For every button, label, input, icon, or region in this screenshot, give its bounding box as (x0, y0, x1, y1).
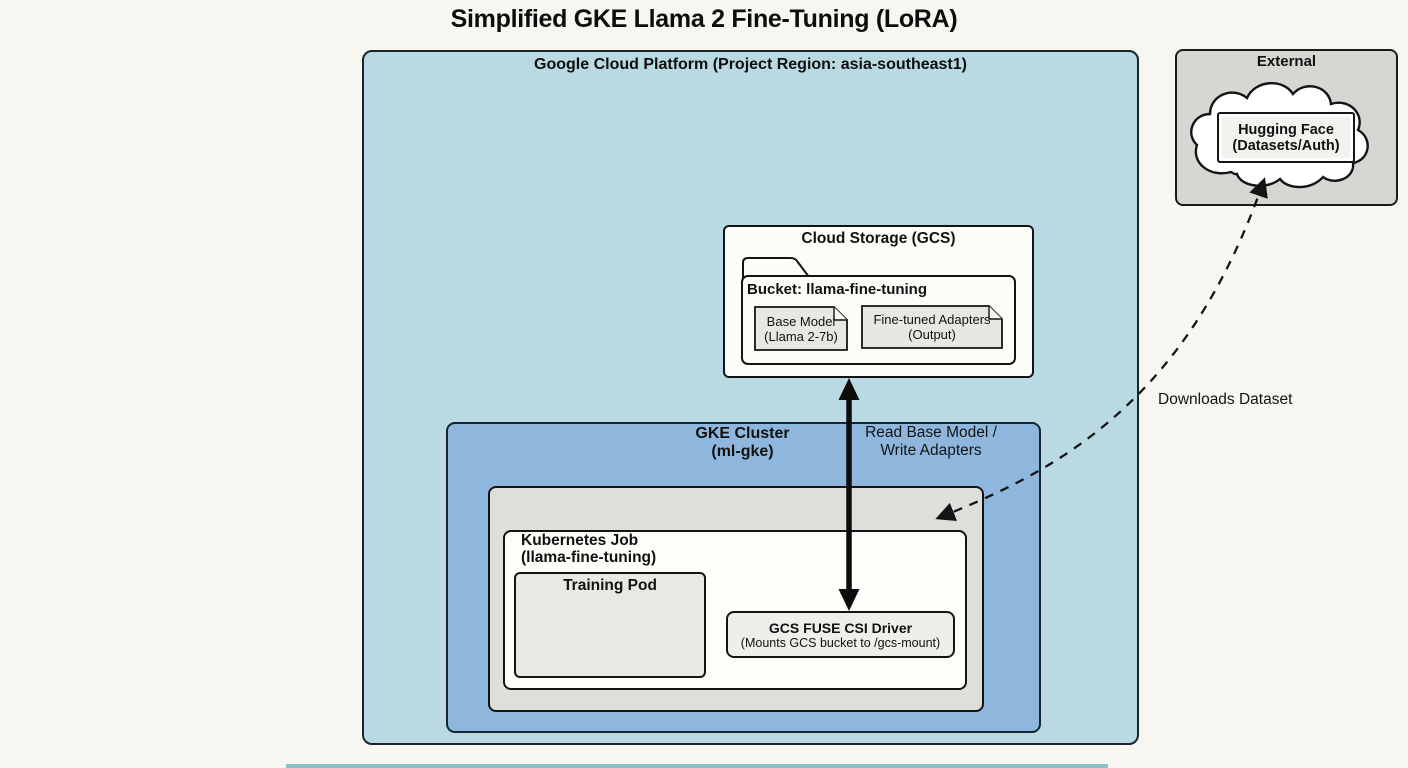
read-write-edge-label: Read Base Model / Write Adapters (845, 424, 1017, 460)
training-pod-label: Training Pod (563, 577, 657, 594)
base-model-label-line1: Base Model (766, 313, 836, 329)
read-write-edge-label-line2: Write Adapters (880, 442, 982, 459)
kubernetes-job-label-line2: (llama-fine-tuning) (521, 549, 657, 566)
read-write-edge-label-line1: Read Base Model / (865, 424, 997, 441)
fuse-driver-label-line2: (Mounts GCS bucket to /gcs-mount) (740, 635, 941, 650)
hugging-face-box: Hugging Face (Datasets/Auth) (1217, 112, 1355, 163)
adapters-label-line1: Fine-tuned Adapters (873, 312, 991, 327)
bucket-label: Bucket: llama-fine-tuning (747, 281, 928, 298)
downloads-dataset-edge-label: Downloads Dataset (1158, 391, 1293, 408)
gcp-container-label: Google Cloud Platform (Project Region: a… (534, 56, 967, 73)
gke-cluster-label-line1: GKE Cluster (695, 425, 790, 442)
gcs-fuse-csi-driver-box: GCS FUSE CSI Driver (Mounts GCS bucket t… (726, 611, 955, 658)
gcs-title: Cloud Storage (GCS) (801, 230, 956, 247)
gke-cluster-label: GKE Cluster (ml-gke) (630, 425, 855, 460)
hugging-face-label-line2: (Datasets/Auth) (1232, 137, 1340, 154)
external-container-label: External (1256, 53, 1317, 70)
kubernetes-job-label: Kubernetes Job (llama-fine-tuning) (521, 532, 821, 566)
hugging-face-label-line1: Hugging Face (1238, 121, 1334, 138)
base-model-document: Base Model (Llama 2-7b) (754, 306, 848, 351)
gke-cluster-label-line2: (ml-gke) (711, 442, 774, 460)
document-icon (754, 306, 848, 351)
training-pod-box (514, 572, 706, 678)
kubernetes-job-label-line1: Kubernetes Job (521, 532, 639, 549)
base-model-label-line2: (Llama 2-7b) (764, 328, 838, 344)
adapters-label-line2: (Output) (908, 327, 956, 342)
fine-tuned-adapters-document: Fine-tuned Adapters (Output) (861, 305, 1003, 349)
bottom-cropped-strip (286, 764, 1108, 768)
fuse-driver-label-line1: GCS FUSE CSI Driver (768, 619, 913, 636)
diagram-title: Simplified GKE Llama 2 Fine-Tuning (LoRA… (450, 5, 958, 33)
